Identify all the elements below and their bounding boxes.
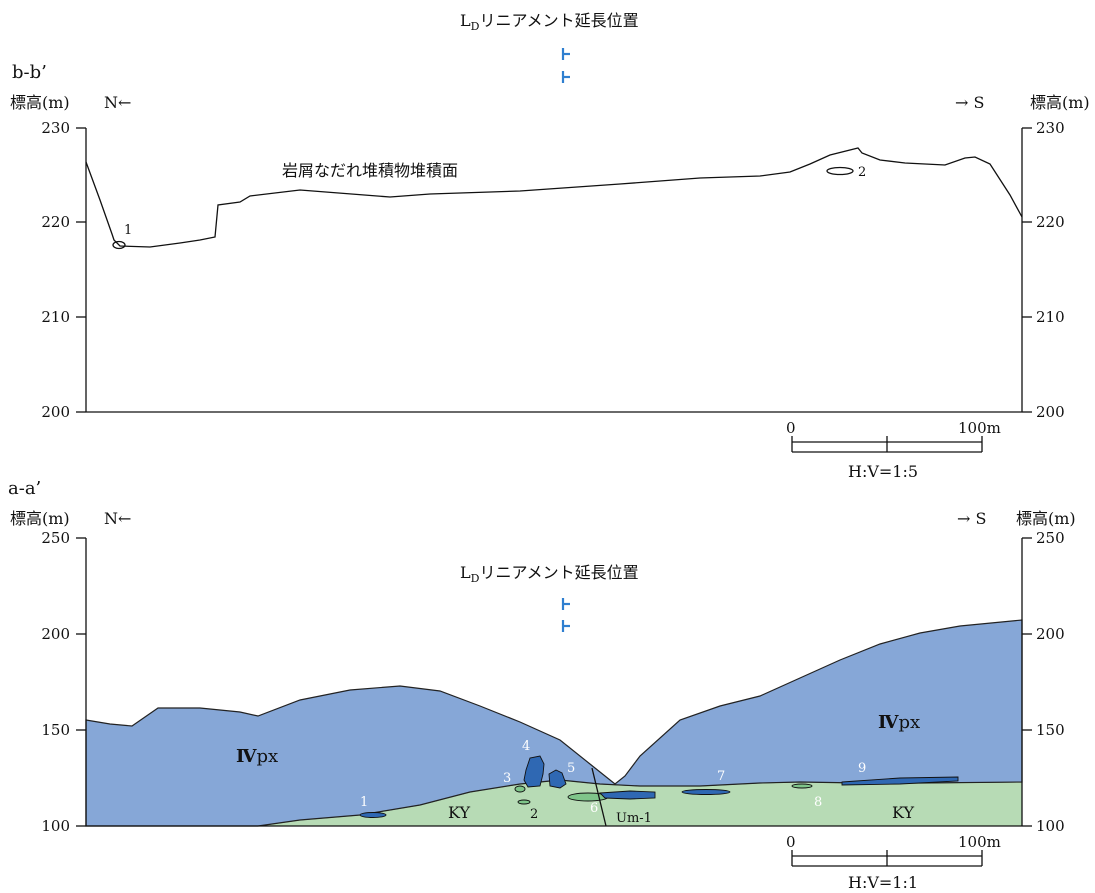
section-b-dir-south: → S (955, 93, 984, 112)
lineament-label-sub: D (471, 20, 480, 33)
a-ytick-right-200: 200 (1036, 625, 1065, 643)
section-a-yticks-left: 250 200 150 100 (41, 529, 70, 835)
b-ytick-right-230: 230 (1036, 119, 1065, 137)
unit-label-IVpx-left: Ⅳpx (236, 746, 278, 767)
a-ytick-right-250: 250 (1036, 529, 1065, 547)
lens-2 (517, 799, 531, 805)
b-scale-end: 100m (958, 419, 1001, 437)
section-b-ground-surface (85, 147, 1023, 248)
section-a-title: a-a’ (8, 478, 41, 499)
lineament-label-rest: リニアメント延長位置 (479, 11, 638, 30)
b-ytick-left-230: 230 (41, 119, 70, 137)
a-annotation-6: 6 (590, 801, 598, 816)
lens-8 (791, 783, 813, 789)
a-annotation-8: 8 (814, 795, 822, 810)
unit-label-IVpx-right-roman: Ⅳ (878, 712, 899, 733)
a-annotation-3: 3 (503, 771, 511, 786)
lens-9 (841, 776, 959, 786)
lineament-label-a-sub: D (471, 572, 480, 585)
b-ytick-left-200: 200 (41, 403, 70, 421)
a-ytick-left-250: 250 (41, 529, 70, 547)
lens-5 (548, 769, 567, 789)
section-a-annotations: 1 2 3 4 5 6 7 8 9 (360, 739, 866, 822)
section-b-yticks-right: 230 220 210 200 (1036, 119, 1065, 421)
section-b-frame (76, 127, 1032, 413)
section-b-title: b-b’ (12, 62, 47, 83)
section-a-elev-label-right: 標高(m) (1016, 509, 1076, 528)
lineament-label-top: LDリニアメント延長位置 (460, 11, 639, 33)
unit-label-IVpx-left-roman: Ⅳ (236, 746, 257, 767)
a-ytick-left-150: 150 (41, 721, 70, 739)
section-b-yticks-left: 230 220 210 200 (41, 119, 70, 421)
b-ytick-right-220: 220 (1036, 213, 1065, 231)
section-b-scale-bar: 0 100m H:V=1:5 (786, 419, 1001, 481)
b-ytick-right-210: 210 (1036, 308, 1065, 326)
section-b-pebble-2 (826, 166, 854, 176)
lens-3 (514, 785, 526, 793)
a-ytick-right-100: 100 (1036, 817, 1065, 835)
lens-4 (523, 755, 545, 788)
section-a-dir-north: N← (104, 509, 131, 528)
section-a-frame (76, 537, 1032, 827)
b-ytick-left-210: 210 (41, 308, 70, 326)
a-ytick-left-200: 200 (41, 625, 70, 643)
a-annotation-4: 4 (522, 739, 530, 754)
a-ytick-right-150: 150 (1036, 721, 1065, 739)
section-a-elev-label-left: 標高(m) (10, 509, 70, 528)
lineament-marker-top (561, 48, 570, 83)
fault-line (591, 767, 607, 827)
unit-label-Um-1: Um-1 (616, 811, 652, 826)
lineament-label-a: LDリニアメント延長位置 (460, 563, 639, 585)
section-a-yticks-right: 250 200 150 100 (1036, 529, 1065, 835)
section-b-elev-label-left: 標高(m) (10, 93, 70, 112)
section-b-elev-label-right: 標高(m) (1030, 93, 1090, 112)
a-annotation-1: 1 (360, 795, 368, 810)
lens-7 (681, 789, 731, 795)
section-a-scale-bar: 0 100m H:V=1:1 (786, 833, 1001, 892)
b-annotation-1: 1 (124, 223, 132, 238)
a-annotation-7: 7 (717, 769, 725, 784)
svg-text:LDリニアメント延長位置: LDリニアメント延長位置 (460, 11, 639, 33)
a-scale-end: 100m (958, 833, 1001, 851)
a-ytick-left-100: 100 (41, 817, 70, 835)
a-scale-start: 0 (786, 833, 796, 851)
section-b-surface-label: 岩屑なだれ堆積物堆積面 (282, 161, 458, 180)
section-b-dir-north: N← (104, 93, 131, 112)
unit-label-KY-right: KY (892, 803, 915, 822)
unit-label-IVpx-left-rest: px (256, 746, 278, 767)
section-a-lenses (359, 755, 959, 818)
section-b-pebble-1 (112, 240, 126, 250)
b-ytick-right-200: 200 (1036, 403, 1065, 421)
b-ytick-left-220: 220 (41, 213, 70, 231)
b-annotation-2: 2 (858, 165, 866, 180)
lens-6-blue (598, 790, 656, 800)
section-a-dir-south: → S (957, 509, 986, 528)
lineament-label-a-main: L (460, 563, 471, 582)
unit-label-KY-left: KY (448, 803, 471, 822)
a-annotation-2: 2 (530, 807, 538, 822)
lineament-marker-a (561, 598, 570, 632)
svg-text:LDリニアメント延長位置: LDリニアメント延長位置 (460, 563, 639, 585)
b-scale-start: 0 (786, 419, 796, 437)
a-scale-ratio: H:V=1:1 (848, 873, 918, 892)
unit-label-IVpx-right: Ⅳpx (878, 712, 920, 733)
lineament-label-main: L (460, 11, 471, 30)
lens-1 (359, 812, 387, 818)
b-scale-ratio: H:V=1:5 (848, 462, 918, 481)
a-annotation-9: 9 (858, 761, 866, 776)
lineament-label-a-rest: リニアメント延長位置 (479, 563, 638, 582)
a-annotation-5: 5 (567, 761, 575, 776)
unit-label-IVpx-right-rest: px (898, 712, 920, 733)
